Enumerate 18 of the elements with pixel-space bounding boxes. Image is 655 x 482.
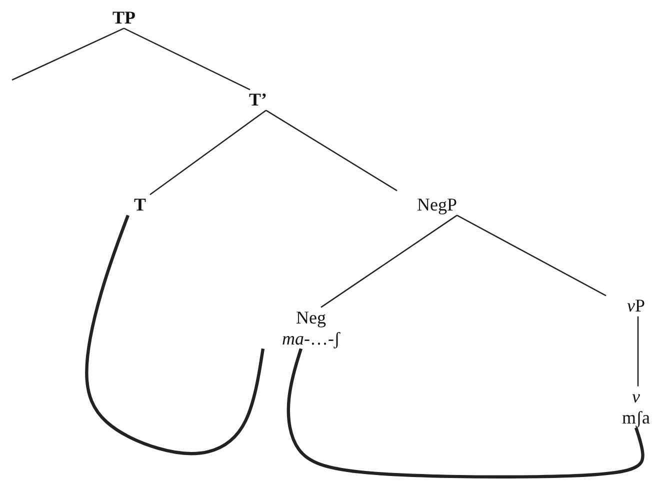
tree-label: vP: [627, 296, 645, 316]
tree-label: v: [631, 386, 641, 407]
tree-branch: [150, 110, 266, 196]
tree-branch: [12, 28, 124, 81]
tree-branch: [124, 28, 250, 90]
tree-label: Neg: [295, 307, 327, 328]
tree-label: T: [134, 194, 146, 216]
tree-branch: [456, 214, 606, 296]
tree-branch: [320, 214, 458, 308]
tree-label: mʃa: [622, 407, 650, 428]
movement-line: [286, 348, 644, 478]
tree-branch: [266, 110, 398, 192]
tree-label: NegP: [417, 194, 457, 216]
tree-label: T’: [249, 90, 267, 110]
tree-branch: [637, 316, 639, 386]
tree-label: TP: [112, 8, 136, 28]
tree-label: ma-…-ʃ: [282, 328, 340, 349]
movement-line: [85, 214, 265, 456]
